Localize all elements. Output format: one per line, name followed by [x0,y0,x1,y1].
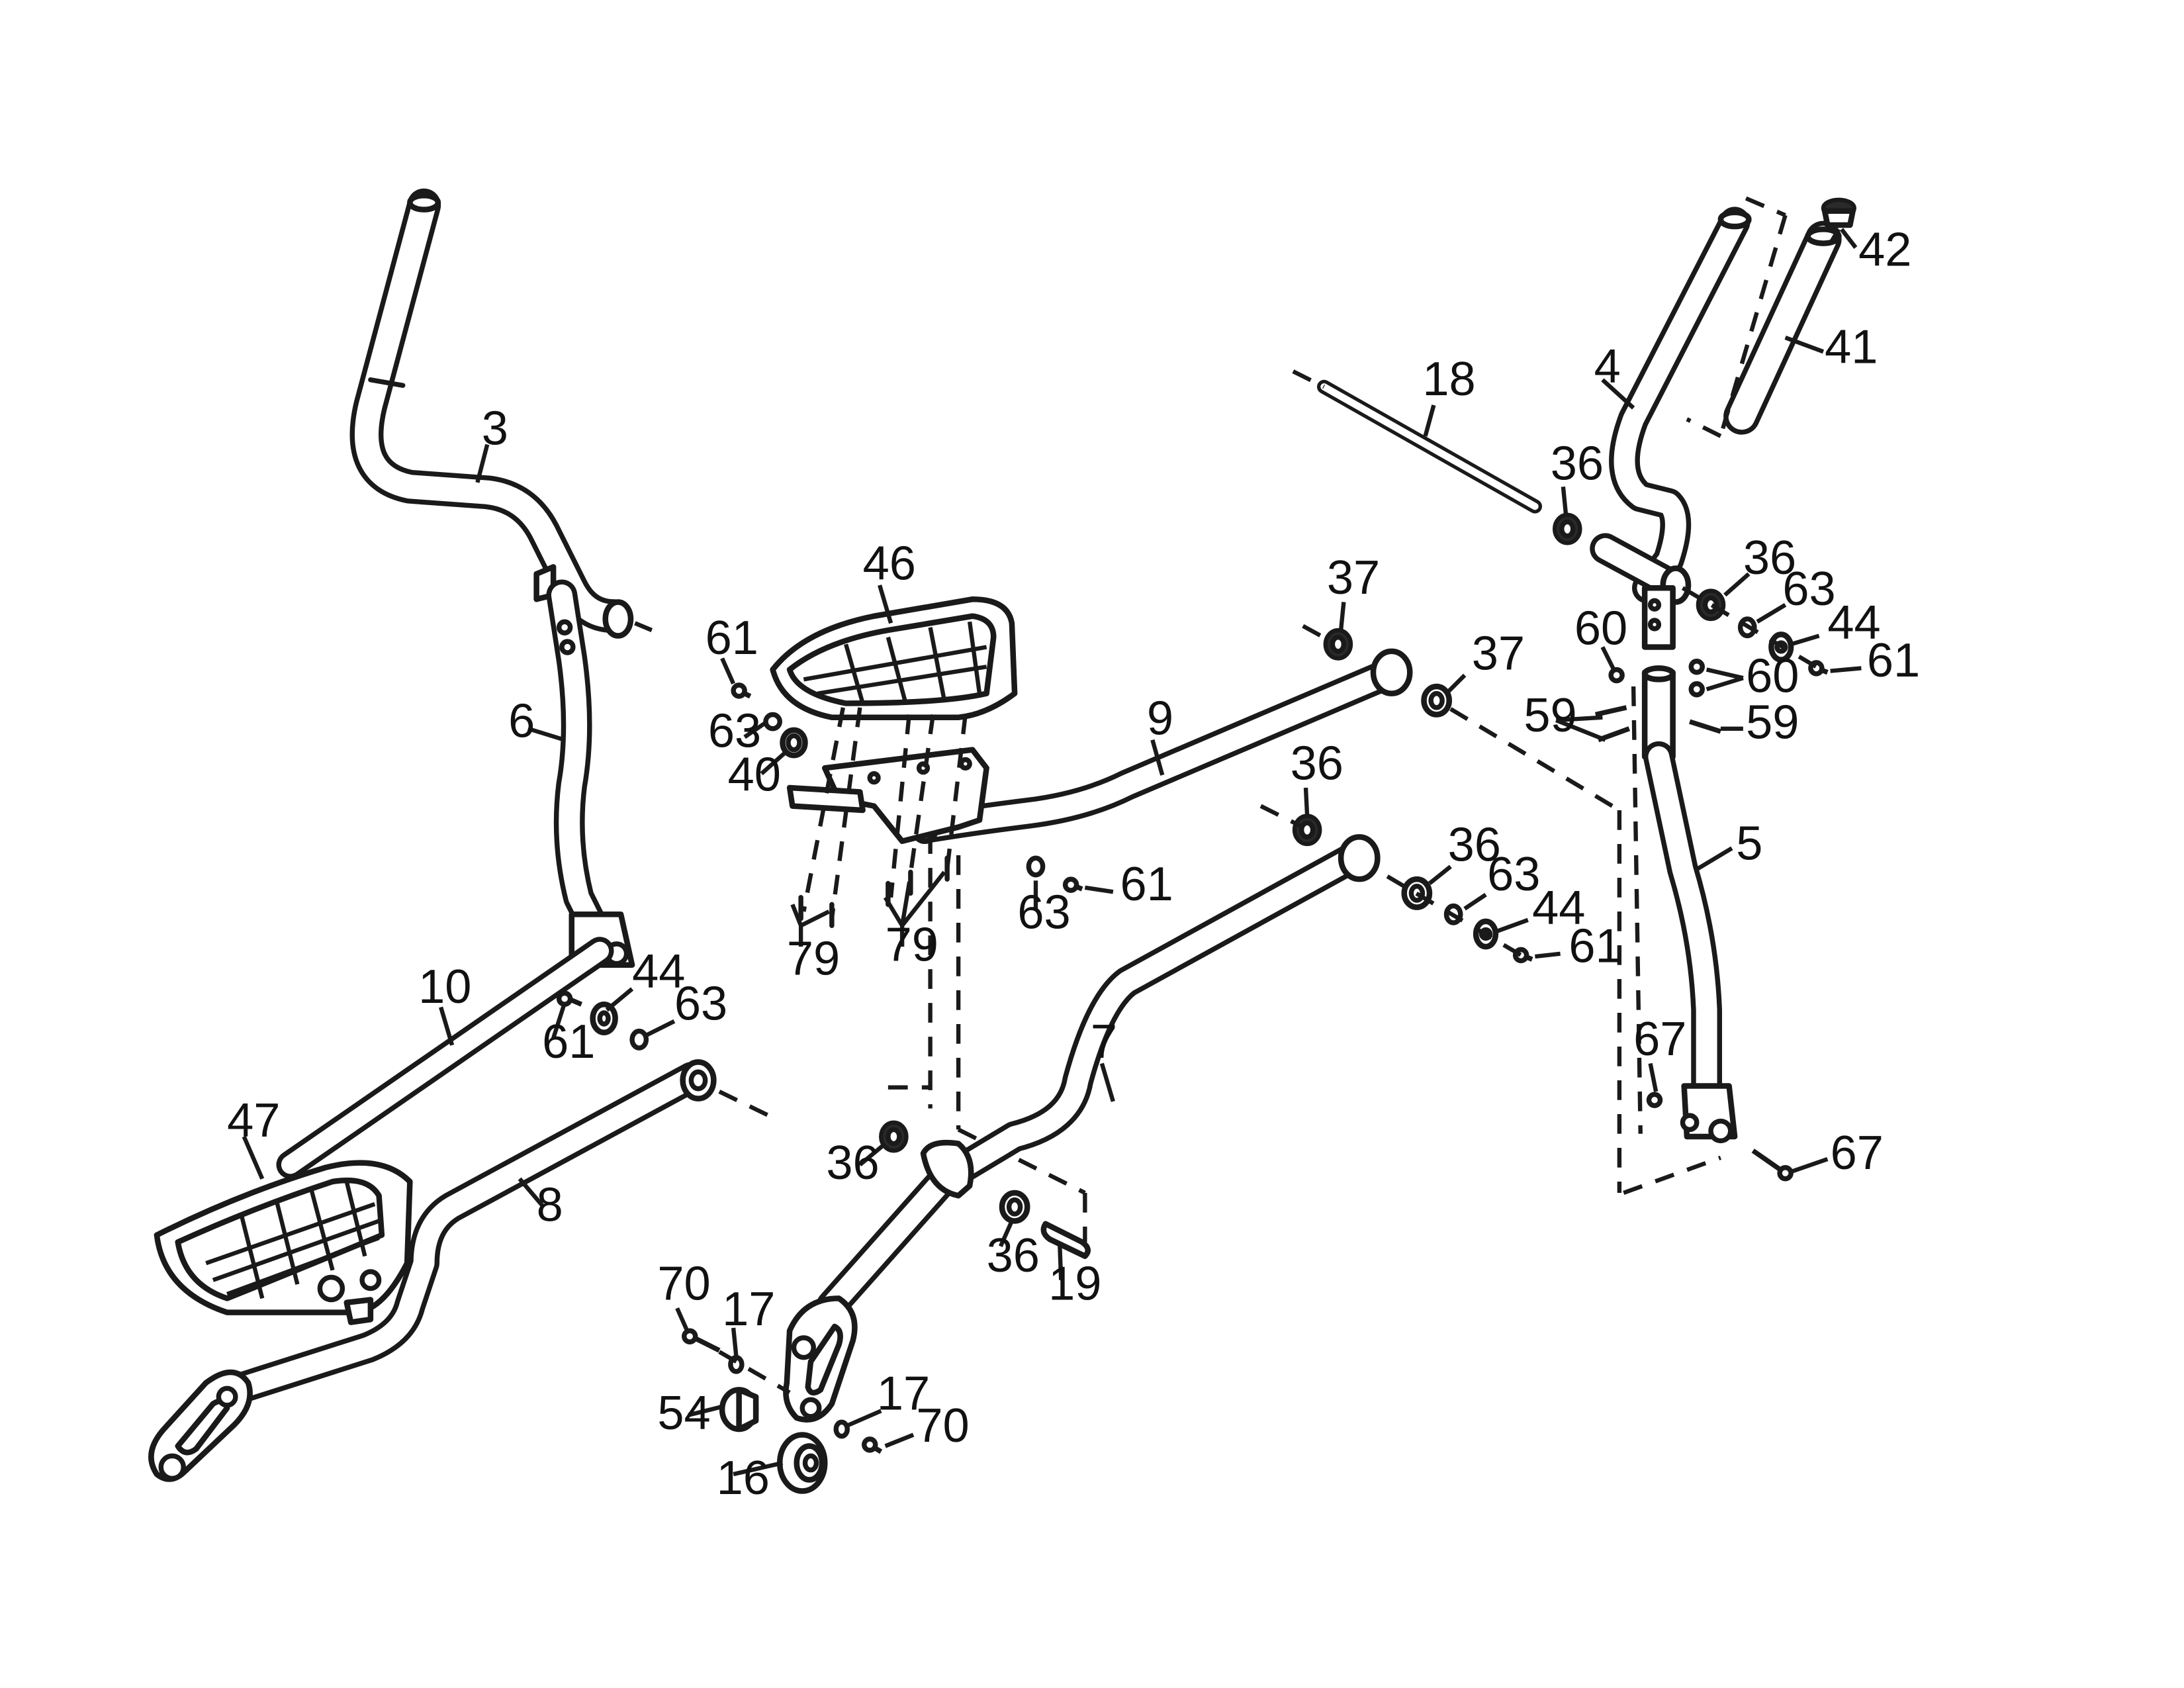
left-arm-hardware [556,990,649,1051]
callout-44-handlebar: 44 [1827,596,1880,649]
callout-8: 8 [537,1179,563,1232]
callout-63-pedal: 63 [708,704,761,757]
callout-70-right: 70 [916,1399,969,1452]
callout-37-upper: 37 [1327,551,1380,604]
callout-54: 54 [657,1387,710,1440]
callout-18: 18 [1422,353,1475,406]
callout-63-center: 63 [1017,886,1070,939]
leader-lines [242,228,1862,1477]
callout-44-left: 44 [632,945,685,998]
callout-42: 42 [1858,224,1911,277]
callout-61-left: 61 [542,1015,595,1068]
left-pedal-arm-part-10 [276,937,614,1179]
callout-44-center-right: 44 [1532,882,1585,935]
callout-19: 19 [1048,1258,1101,1311]
callout-63-left: 63 [674,978,727,1031]
callout-36-lower-right: 36 [987,1229,1040,1282]
left-pedal-part-47 [154,1160,413,1325]
callout-37-lower: 37 [1472,628,1525,680]
callout-40: 40 [728,748,781,801]
callout-46: 46 [863,538,916,590]
callout-59-right: 59 [1746,696,1799,749]
pedal-bracket-part-40 [731,682,989,844]
callout-36-center-upper: 36 [1291,737,1343,790]
lower-arm-pivot-nuts [879,1120,1030,1224]
callout-67-lower: 67 [1831,1127,1884,1180]
right-handlebar-part-4 [1590,207,1752,650]
callout-labels: 3 6 10 61 44 63 47 8 46 61 63 40 79 79 9… [227,224,1920,1505]
callout-5: 5 [1736,817,1762,870]
bolts-part-70-17 [682,1328,883,1454]
callout-79-left: 79 [787,933,840,986]
callout-7: 7 [1091,1015,1117,1068]
callout-59-left: 59 [1524,689,1576,742]
callout-41: 41 [1825,320,1878,373]
callout-36-center-right: 36 [1448,819,1501,872]
callout-9: 9 [1147,692,1173,745]
center-lower-arm-part-7 [783,834,1381,1423]
callout-61-center-right: 61 [1569,920,1621,973]
callout-79-right: 79 [886,918,938,971]
callout-61-center: 61 [1120,858,1173,911]
callout-63-handlebar: 63 [1782,563,1835,616]
callout-61-handlebar: 61 [1867,634,1920,687]
callout-36-handlebar: 36 [1743,532,1796,585]
cap-part-54 [719,1387,759,1432]
callout-3: 3 [482,402,508,455]
right-upright-part-5 [1641,665,1738,1144]
callout-36-lower-left: 36 [826,1137,879,1190]
callout-36-crossbar: 36 [1551,438,1604,491]
callout-61-pedal: 61 [705,612,758,665]
callout-67-upper: 67 [1633,1013,1686,1066]
upper-pivot-hardware [1302,624,1452,718]
callout-60-left: 60 [1574,602,1627,655]
callout-70-left: 70 [657,1258,710,1311]
pedal-mounting-lines [801,707,1087,1243]
callout-63-center-right: 63 [1487,848,1540,901]
lower-pivot-hardware [1259,804,1533,964]
callout-47: 47 [227,1094,280,1147]
callout-10: 10 [418,961,471,1013]
left-lower-arm-part-8 [148,1059,717,1482]
center-pedal-part-46 [770,596,1018,720]
roller-part-16 [777,1432,828,1494]
screws-part-79 [798,855,950,928]
callout-4: 4 [1594,340,1621,393]
crossbar-part-18 [1317,379,1542,514]
callout-16: 16 [717,1452,770,1505]
axle-part-19 [1040,1221,1091,1259]
callout-17-left: 17 [722,1283,775,1336]
center-hardware-63-61 [1026,855,1083,893]
end-cap-part-42 [1821,197,1856,228]
grip-outline-dashes [1686,196,1841,438]
left-upright-arm-part-6 [546,579,635,968]
callout-6: 6 [508,695,535,748]
right-handlebar-hardware [1552,512,1829,677]
callout-17-right: 17 [877,1367,930,1420]
callout-60-right: 60 [1746,650,1799,703]
